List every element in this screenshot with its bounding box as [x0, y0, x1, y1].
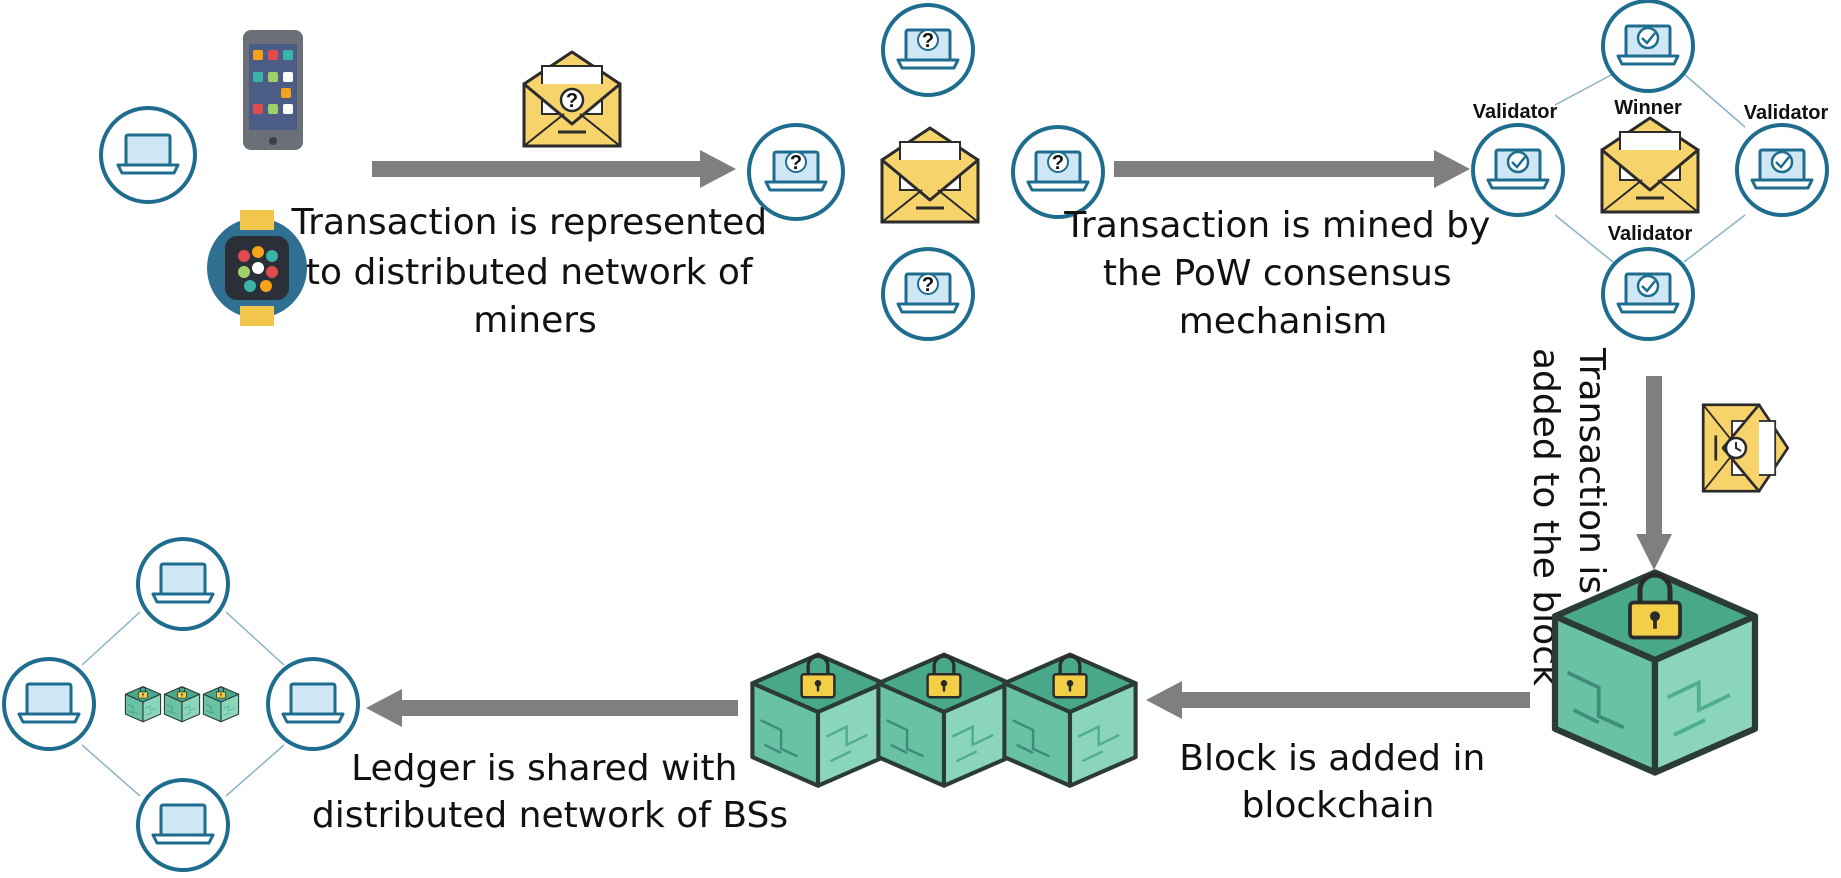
block-icon	[1555, 573, 1755, 773]
consensus-links	[1554, 73, 1746, 263]
laptop-icon	[116, 133, 180, 175]
envelope-icon	[880, 126, 980, 224]
question-icon: ?	[1052, 152, 1064, 174]
clock-icon	[1724, 436, 1748, 460]
arrow-icon	[1636, 376, 1672, 570]
miner-node: ?	[881, 3, 975, 97]
mini-blockchain	[124, 686, 240, 723]
question-icon: ?	[790, 152, 802, 174]
label-winner: Winner	[1614, 97, 1682, 119]
block-icon	[878, 655, 1009, 786]
envelope-icon	[1600, 116, 1700, 214]
caption-step5: Ledger is shared with distributed networ…	[312, 748, 788, 836]
label-validator-right: Validator	[1744, 102, 1829, 124]
check-icon	[1775, 156, 1790, 169]
caption-step2: Transaction is mined by the PoW consensu…	[1063, 205, 1502, 342]
block-icon	[1004, 655, 1135, 786]
miner-node: ?	[1011, 125, 1105, 219]
check-icon	[1511, 156, 1526, 169]
block-icon	[752, 655, 883, 786]
bs-node	[136, 537, 230, 631]
block-icon	[202, 686, 240, 723]
winner-node	[1601, 0, 1695, 93]
smartwatch-icon	[207, 210, 307, 326]
bs-node	[2, 657, 96, 751]
caption-step4: Block is added in blockchain	[1179, 738, 1497, 826]
label-validator-left: Validator	[1473, 101, 1558, 123]
bs-node	[136, 778, 230, 872]
bs-network-links	[81, 611, 285, 797]
check-icon	[1641, 280, 1656, 293]
check-icon	[1641, 32, 1656, 45]
arrow-icon	[372, 150, 736, 188]
arrow-icon	[366, 689, 738, 727]
question-icon: ?	[922, 274, 934, 296]
validator-node	[1601, 247, 1695, 341]
block-icon	[124, 686, 162, 723]
source-laptop-node	[99, 106, 197, 204]
validator-node	[1735, 123, 1829, 217]
bs-node	[266, 657, 360, 751]
miner-node: ?	[747, 123, 845, 221]
caption-step1: Transaction is represented to distribute…	[290, 202, 778, 341]
miner-node: ?	[881, 247, 975, 341]
question-icon: ?	[922, 30, 934, 52]
arrow-icon	[1146, 681, 1530, 719]
validator-node	[1471, 123, 1565, 217]
block-icon	[163, 686, 201, 723]
label-validator-bottom: Validator	[1608, 223, 1693, 245]
question-icon: ?	[566, 90, 578, 112]
arrow-icon	[1114, 150, 1470, 188]
blockchain	[752, 655, 1135, 786]
envelope-icon: ?	[522, 50, 622, 148]
smartphone-icon	[243, 30, 303, 150]
